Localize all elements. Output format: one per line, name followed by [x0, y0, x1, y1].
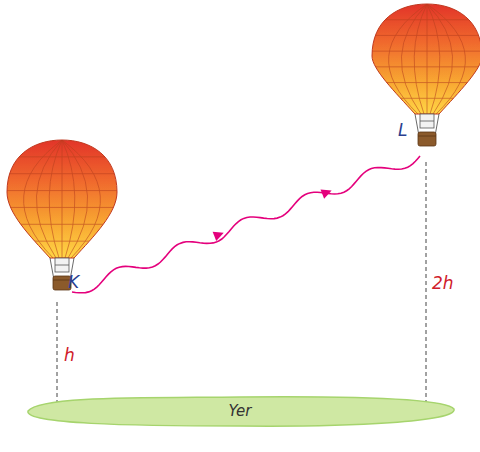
arrow-head: [320, 190, 331, 199]
hot-air-balloon: [367, 4, 480, 146]
envelope-seams: [367, 4, 480, 114]
hot-air-balloon: [2, 140, 122, 290]
basket: [418, 132, 436, 146]
height-line: [426, 162, 427, 408]
height-label: 2h: [432, 275, 454, 292]
point-label: L: [398, 122, 407, 139]
height-line: [57, 302, 58, 408]
motion-path: [72, 156, 420, 293]
ground: Yer: [20, 392, 460, 430]
envelope-seams: [2, 140, 122, 258]
arrow-head: [213, 232, 224, 241]
balloon-envelope: [372, 4, 480, 114]
height-label: h: [64, 347, 75, 364]
balloon-envelope: [7, 140, 117, 258]
burner: [55, 258, 69, 272]
ground-label: Yer: [229, 402, 252, 420]
point-label: K: [68, 274, 79, 291]
burner: [420, 114, 434, 128]
